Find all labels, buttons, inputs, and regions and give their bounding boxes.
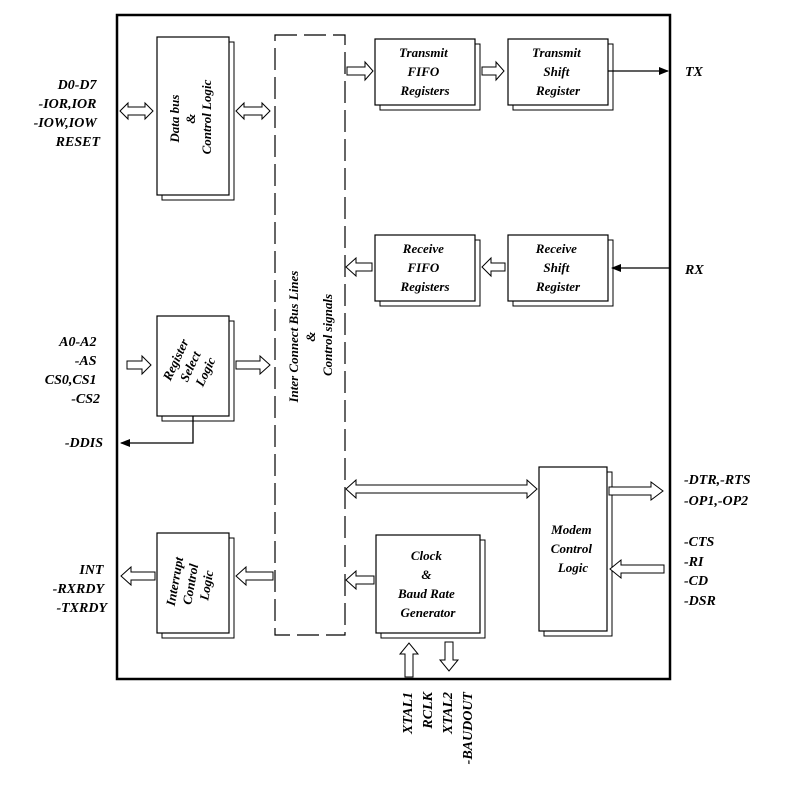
modem-control-block-label: Modem Control Logic — [550, 522, 595, 575]
clock-in-arrow — [398, 642, 420, 678]
ddis-arrow — [120, 416, 194, 447]
transmit-shift-block-label: Transmit Shift Register — [532, 45, 584, 98]
address-to-register-select-arrow — [126, 354, 152, 376]
clock-signal-xtal1: XTAL1 — [401, 692, 416, 735]
chip-outline — [115, 13, 672, 681]
receive-fifo-registers-block: Receive FIFO Registers — [374, 234, 481, 307]
bus-to-transmit-fifo-arrow — [346, 60, 374, 82]
transmit-fifo-block-label: Transmit FIFO Registers — [399, 45, 451, 98]
modem-output-signals: -DTR,-RTS -OP1,-OP2 — [684, 473, 754, 509]
data-bus-interconnect-bus-arrow — [235, 101, 271, 121]
clock-signal-rclk: RCLK — [421, 690, 436, 729]
modem-control-logic-block: Modem Control Logic — [538, 466, 613, 637]
clock-baud-block-label: Clock & Baud Rate Generator — [397, 548, 458, 620]
rx-label: RX — [684, 263, 704, 278]
data-bus-external-bus-arrow — [119, 101, 154, 121]
receive-fifo-to-bus-arrow — [345, 256, 373, 278]
interrupt-control-block-label: Interrupt Control Logic — [163, 553, 219, 614]
clock-baud-rate-generator-block: Clock & Baud Rate Generator — [375, 534, 486, 639]
data-bus-signals: D0-D7 -IOR,IOR -IOW,IOW RESET — [34, 78, 102, 150]
register-select-logic-block: Register Select Logic — [156, 315, 235, 422]
receive-shift-register-block: Receive Shift Register — [507, 234, 614, 307]
modem-input-signals: -CTS -RI -CD -DSR — [684, 535, 718, 609]
data-bus-control-logic-block: Data bus & Control Logic — [156, 36, 235, 201]
modem-in-arrow — [609, 558, 665, 580]
baudout-arrow — [438, 641, 460, 672]
interrupt-signals: INT -RXRDY -TXRDY — [53, 563, 109, 616]
clock-to-bus-arrow — [345, 569, 375, 591]
modem-out-arrow — [608, 481, 664, 501]
interconnect-bus: Inter Connect Bus Lines & Control signal… — [274, 34, 346, 636]
receive-fifo-block-label: Receive FIFO Registers — [399, 241, 449, 294]
ddis-label: -DDIS — [65, 436, 103, 451]
data-bus-block-label: Data bus & Control Logic — [167, 79, 214, 154]
clock-signal-xtal2: XTAL2 — [441, 692, 456, 735]
clock-signal-baudout: -BAUDOUT — [461, 691, 476, 765]
transmit-shift-register-block: Transmit Shift Register — [507, 38, 614, 111]
interrupt-control-logic-block: Interrupt Control Logic — [156, 532, 235, 639]
interconnect-bus-label: Inter Connect Bus Lines & Control signal… — [286, 267, 335, 403]
register-select-to-bus-arrow — [235, 354, 271, 376]
bus-to-interrupt-control-arrow — [235, 565, 274, 587]
receive-shift-to-fifo-arrow — [481, 256, 506, 278]
receive-shift-block-label: Receive Shift Register — [535, 241, 581, 294]
transmit-fifo-to-shift-arrow — [481, 60, 505, 82]
tx-label: TX — [685, 65, 704, 80]
transmit-fifo-registers-block: Transmit FIFO Registers — [374, 38, 481, 111]
address-signals: A0-A2 -AS CS0,CS1 -CS2 — [45, 335, 100, 407]
modem-bus-arrow — [345, 478, 538, 500]
interrupt-to-external-arrow — [120, 565, 156, 587]
clock-signals: XTAL1 RCLK XTAL2 -BAUDOUT — [401, 690, 476, 764]
